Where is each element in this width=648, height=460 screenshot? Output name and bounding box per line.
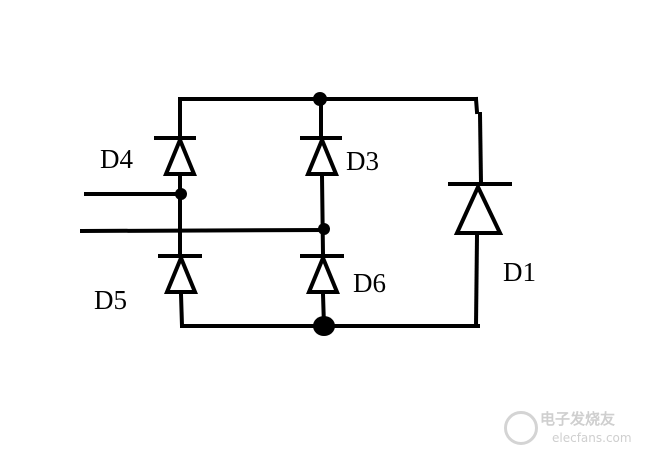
d4-triangle — [163, 134, 197, 176]
watermark-logo-icon — [504, 411, 538, 445]
d1-lower-lead — [473, 233, 480, 329]
junction-dot-right-mid — [318, 223, 330, 235]
watermark-text: 电子发烧友 — [540, 410, 616, 428]
label-d1: D1 — [503, 257, 536, 287]
d1-top-wire — [473, 96, 480, 115]
ac-input-wire-2 — [79, 227, 327, 234]
d1-upper-lead — [477, 111, 484, 186]
diode-d5 — [158, 252, 202, 294]
junction-dot-top — [313, 92, 327, 106]
diode-d3 — [300, 134, 342, 176]
label-d4: D4 — [100, 144, 133, 174]
diode-d4 — [154, 134, 197, 176]
right-leg-mid-wire — [319, 173, 326, 257]
junction-dot-bottom — [313, 316, 335, 336]
diode-d1 — [448, 182, 512, 235]
d1-triangle — [453, 182, 504, 235]
junction-dot-left-mid — [175, 188, 187, 200]
d3-triangle — [305, 134, 339, 176]
diode-d6 — [300, 252, 344, 294]
left-leg-bottom-wire — [178, 291, 185, 329]
label-d6: D6 — [353, 268, 386, 298]
label-d3: D3 — [346, 146, 379, 176]
watermark-site: elecfans.com — [552, 431, 632, 445]
d6-triangle — [306, 252, 340, 294]
label-d5: D5 — [94, 285, 127, 315]
d5-triangle — [164, 252, 198, 294]
